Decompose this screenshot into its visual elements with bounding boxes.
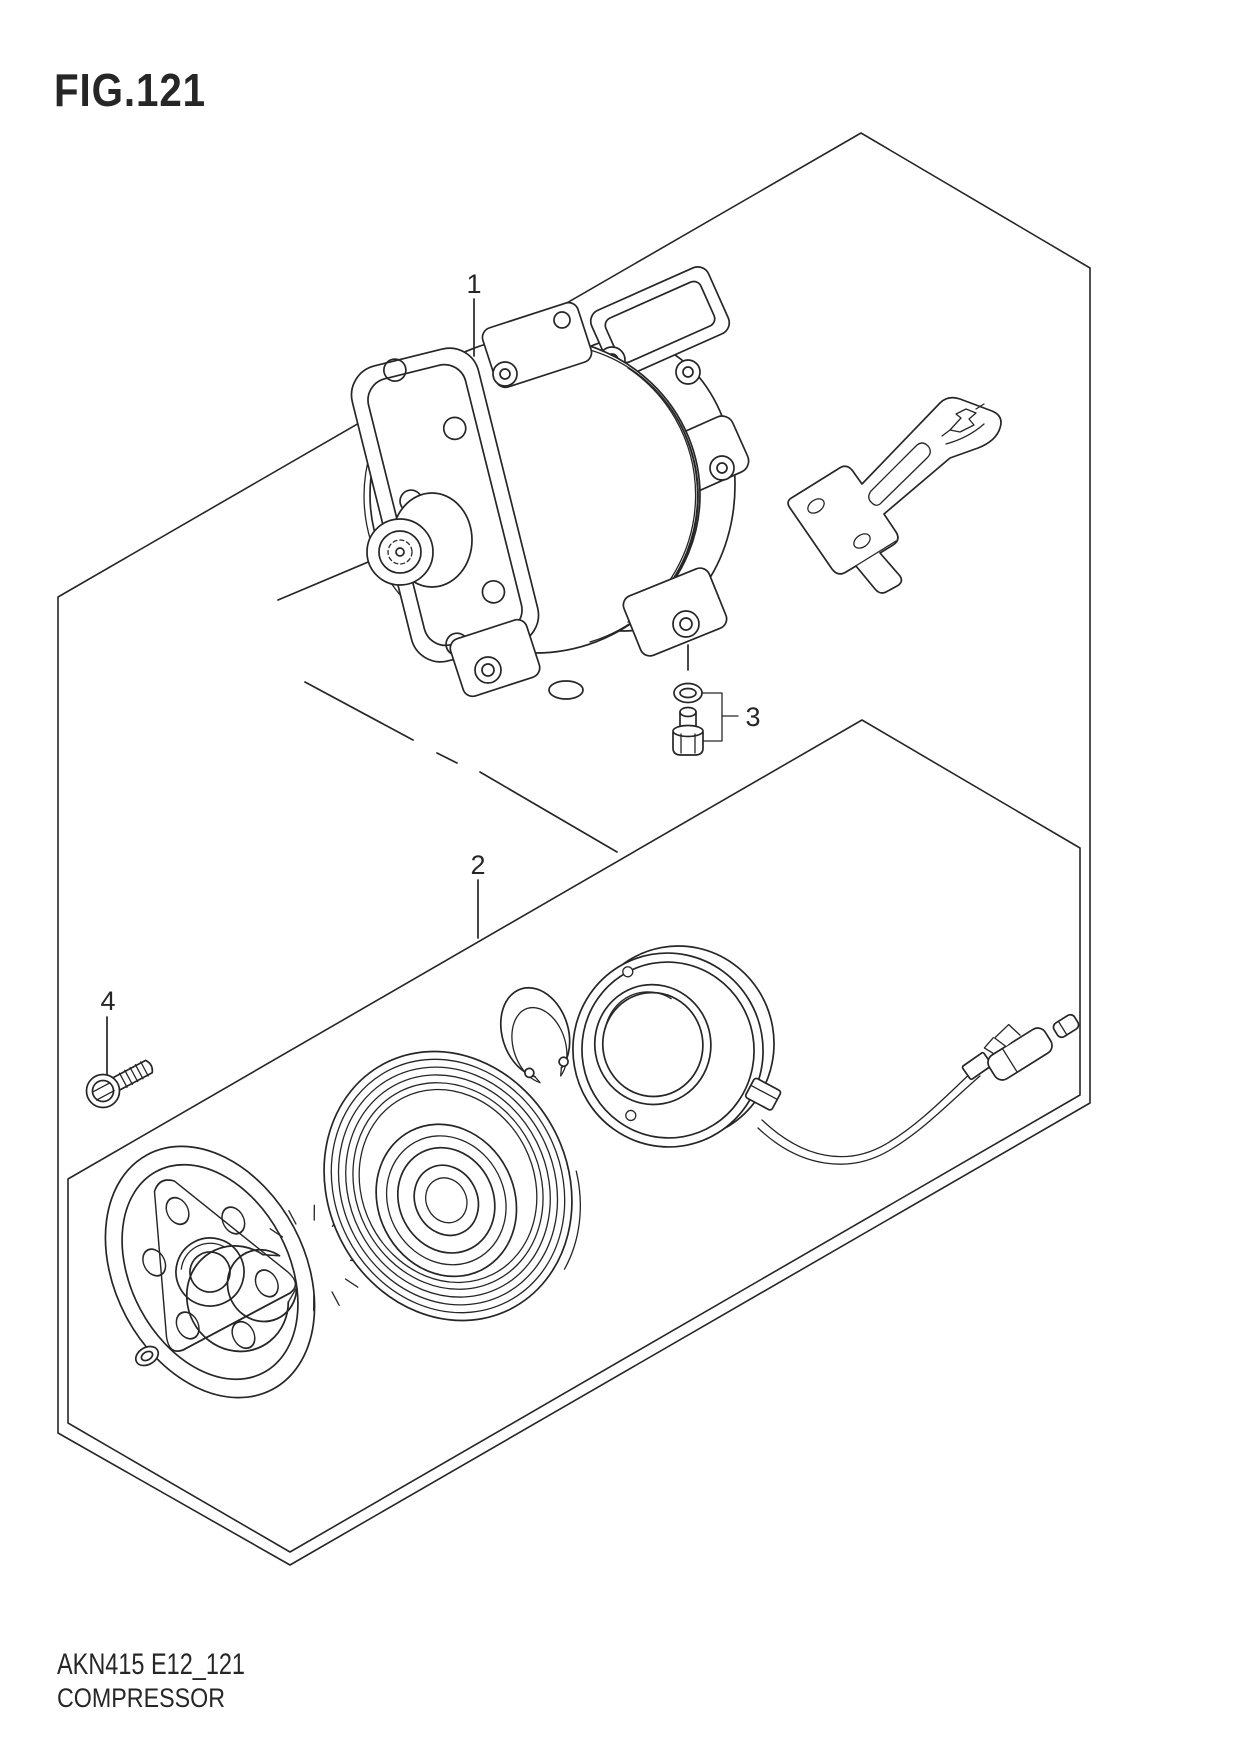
callout-3-bracket: [701, 692, 739, 742]
callout-3: 3: [745, 702, 760, 732]
callout-4: 4: [100, 986, 115, 1016]
mount-bolt: [85, 1059, 154, 1109]
figure-name: COMPRESSOR: [57, 1683, 225, 1713]
coil-terminal: [744, 1077, 782, 1111]
o-ring: [673, 682, 703, 704]
bracket-slot: [868, 442, 931, 506]
figure-title: FIG.121: [54, 64, 206, 116]
compressor-shaft-nose: [366, 492, 473, 588]
compressor-front-foot: [449, 618, 541, 698]
clutch-hub-plate: [104, 1145, 316, 1399]
clutch-pulley: [323, 1050, 581, 1322]
panel-part1-outline: [57, 132, 1091, 1566]
callout-1: 1: [466, 269, 481, 299]
figure-code: AKN415 E12_121: [57, 1648, 245, 1681]
compressor-assembly: [350, 266, 750, 700]
cap-set: [672, 644, 739, 756]
panel-part2-outline: [67, 719, 1081, 1553]
cap-nut: [672, 706, 704, 756]
mount-bracket: [787, 396, 1002, 594]
callout-2: 2: [470, 850, 485, 880]
coil-lead-wire: [757, 1013, 1080, 1165]
compressor-top-lug: [589, 266, 731, 378]
figure-border-panels: [57, 132, 1091, 1566]
clutch-coil: [572, 945, 782, 1148]
callouts: 1 2 3 4: [100, 269, 761, 1076]
connector-cap: [1052, 1013, 1080, 1039]
hub-small-ring: [134, 1345, 160, 1367]
bracket-arrow-mark: [949, 408, 977, 433]
snap-ring: [499, 986, 571, 1084]
wire-connector: [983, 1023, 1053, 1081]
compressor-rear-foot: [622, 567, 728, 657]
